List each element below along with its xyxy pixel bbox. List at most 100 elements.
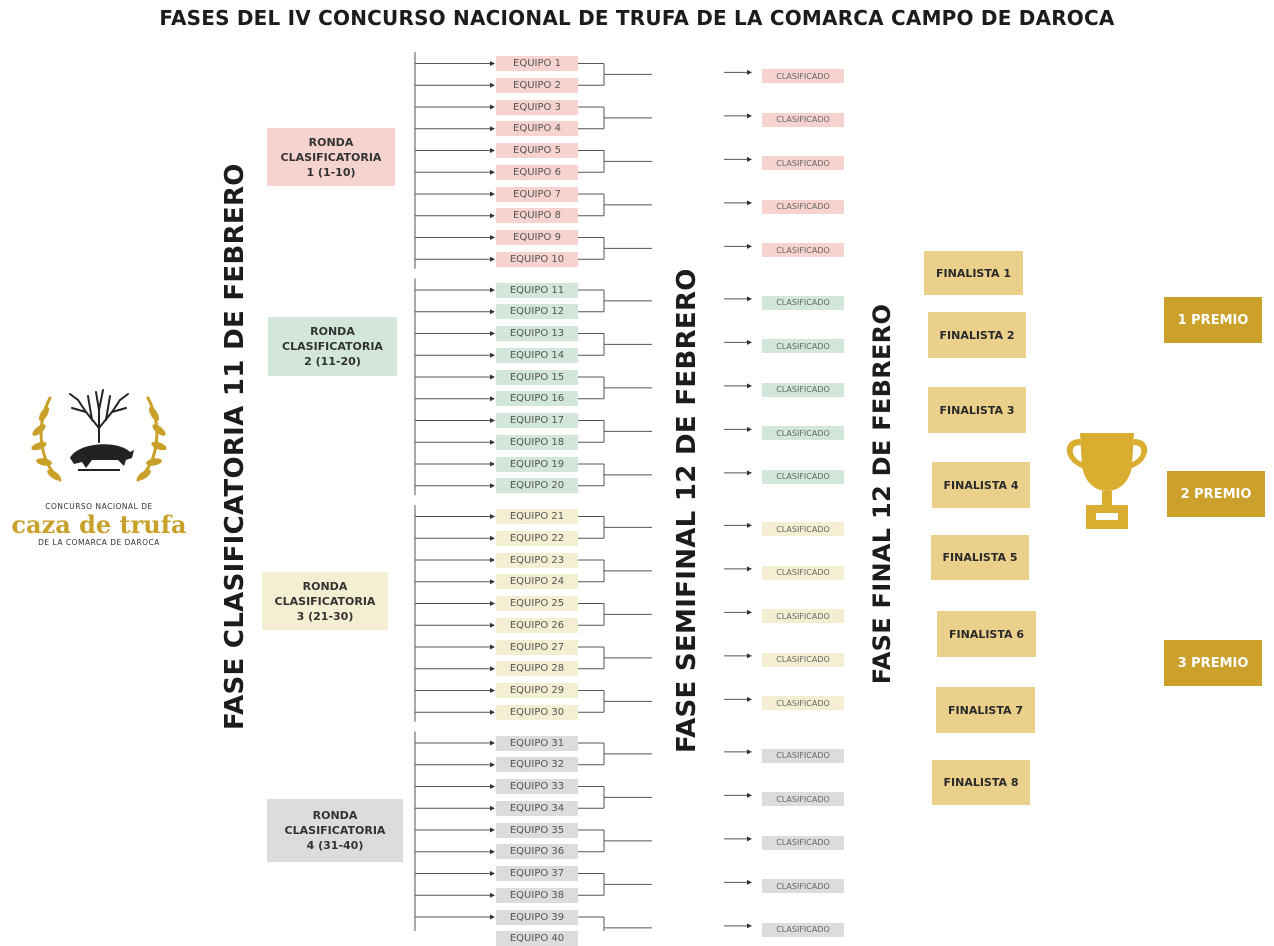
arrow-head — [490, 688, 495, 693]
clasificado-box: CLASIFICADO — [762, 469, 844, 484]
equipo-box: EQUIPO 16 — [496, 391, 578, 407]
clasificado-box: CLASIFICADO — [762, 243, 844, 258]
arrow-head — [490, 235, 495, 240]
arrow-head — [490, 827, 495, 833]
finalista-box-3: FINALISTA 3 — [928, 387, 1026, 433]
ronda-clasificatoria-3: RONDA CLASIFICATORIA 3 (21-30) — [262, 572, 388, 630]
clasificado-box: CLASIFICADO — [762, 609, 844, 624]
arrow-head — [747, 69, 752, 75]
clasificado-box: CLASIFICADO — [762, 339, 844, 354]
arrow-head — [490, 644, 495, 650]
finalista-box-4: FINALISTA 4 — [932, 462, 1030, 508]
arrow-head — [747, 426, 752, 432]
arrow-head — [747, 200, 752, 206]
arrow-head — [490, 666, 495, 672]
phase-title-semifinal: FASE SEMIFINAL 12 DE FEBRERO — [672, 268, 702, 753]
equipo-box: EQUIPO 15 — [496, 369, 578, 385]
arrow-head — [490, 805, 495, 811]
arrow-head — [747, 696, 752, 702]
equipo-box: EQUIPO 1 — [496, 56, 578, 71]
equipo-box: EQUIPO 9 — [496, 230, 578, 245]
clasificado-box: CLASIFICADO — [762, 696, 844, 711]
clasificado-box: CLASIFICADO — [762, 835, 844, 850]
equipo-box: EQUIPO 29 — [496, 683, 578, 698]
arrow-head — [747, 296, 752, 302]
equipo-box: EQUIPO 25 — [496, 596, 578, 611]
arrow-head — [490, 849, 495, 855]
arrow-head — [490, 352, 495, 358]
arrow-head — [490, 892, 495, 898]
equipo-box: EQUIPO 30 — [496, 704, 578, 720]
arrow-head — [490, 784, 495, 789]
arrow-head — [490, 61, 495, 66]
arrow-head — [490, 622, 495, 628]
ronda-clasificatoria-2: RONDA CLASIFICATORIA 2 (11-20) — [268, 317, 397, 376]
premio-box-1: 1 PREMIO — [1164, 297, 1262, 343]
clasificado-box: CLASIFICADO — [762, 792, 844, 807]
arrow-head — [490, 914, 495, 920]
equipo-box: EQUIPO 34 — [496, 800, 578, 816]
arrow-head — [490, 740, 495, 746]
finalista-box-1: FINALISTA 1 — [924, 251, 1023, 295]
arrow-head — [490, 762, 495, 768]
finalista-box-6: FINALISTA 6 — [937, 611, 1036, 657]
arrow-head — [490, 579, 495, 585]
arrow-head — [490, 396, 495, 402]
equipo-box: EQUIPO 23 — [496, 552, 578, 568]
arrow-head — [747, 923, 752, 929]
ronda-clasificatoria-1: RONDA CLASIFICATORIA 1 (1-10) — [267, 128, 395, 186]
finalista-box-8: FINALISTA 8 — [932, 760, 1030, 805]
equipo-box: EQUIPO 12 — [496, 304, 578, 320]
arrow-head — [747, 836, 752, 842]
equipo-box: EQUIPO 8 — [496, 208, 578, 224]
arrow-head — [490, 104, 495, 110]
arrow-head — [747, 156, 752, 162]
arrow-head — [747, 749, 752, 755]
arrow-head — [490, 439, 495, 445]
logo-text-top: CONCURSO NACIONAL DE — [45, 502, 153, 511]
equipo-box: EQUIPO 27 — [496, 639, 578, 655]
logo-text-main: caza de trufa — [11, 510, 187, 539]
premio-box-2: 2 PREMIO — [1167, 471, 1265, 517]
clasificado-box: CLASIFICADO — [762, 426, 844, 441]
finalista-box-5: FINALISTA 5 — [931, 535, 1029, 580]
arrow-head — [747, 566, 752, 572]
logo-text-bottom: DE LA COMARCA DE DAROCA — [38, 538, 160, 547]
clasificado-box: CLASIFICADO — [762, 69, 844, 84]
clasificado-box: CLASIFICADO — [762, 112, 844, 127]
page-title: FASES DEL IV CONCURSO NACIONAL DE TRUFA … — [159, 6, 1115, 30]
finalista-box-2: FINALISTA 2 — [928, 312, 1026, 358]
arrow-head — [747, 792, 752, 798]
arrow-head — [490, 213, 495, 219]
arrow-head — [490, 256, 495, 262]
equipo-box: EQUIPO 40 — [496, 931, 578, 946]
equipo-box: EQUIPO 6 — [496, 164, 578, 180]
contest-logo: CONCURSO NACIONAL DE caza de trufa DE LA… — [8, 380, 190, 550]
arrow-head — [490, 374, 495, 380]
arrow-head — [490, 601, 495, 606]
arrow-head — [490, 191, 495, 197]
clasificado-box: CLASIFICADO — [762, 652, 844, 667]
arrow-head — [747, 470, 752, 476]
equipo-box: EQUIPO 5 — [496, 143, 578, 158]
arrow-head — [490, 82, 495, 88]
equipo-box: EQUIPO 37 — [496, 866, 578, 881]
arrow-head — [490, 309, 495, 315]
equipo-box: EQUIPO 2 — [496, 77, 578, 93]
arrow-head — [490, 169, 495, 175]
equipo-box: EQUIPO 36 — [496, 844, 578, 860]
arrow-head — [490, 483, 495, 489]
finalista-box-7: FINALISTA 7 — [936, 687, 1035, 733]
equipo-box: EQUIPO 38 — [496, 887, 578, 903]
equipo-box: EQUIPO 21 — [496, 509, 578, 524]
arrow-head — [490, 331, 495, 336]
equipo-box: EQUIPO 7 — [496, 186, 578, 202]
clasificado-box: CLASIFICADO — [762, 879, 844, 894]
equipo-box: EQUIPO 31 — [496, 735, 578, 751]
equipo-box: EQUIPO 13 — [496, 326, 578, 341]
arrow-head — [747, 113, 752, 119]
equipo-box: EQUIPO 35 — [496, 822, 578, 838]
clasificado-box: CLASIFICADO — [762, 295, 844, 310]
equipo-box: EQUIPO 28 — [496, 661, 578, 677]
